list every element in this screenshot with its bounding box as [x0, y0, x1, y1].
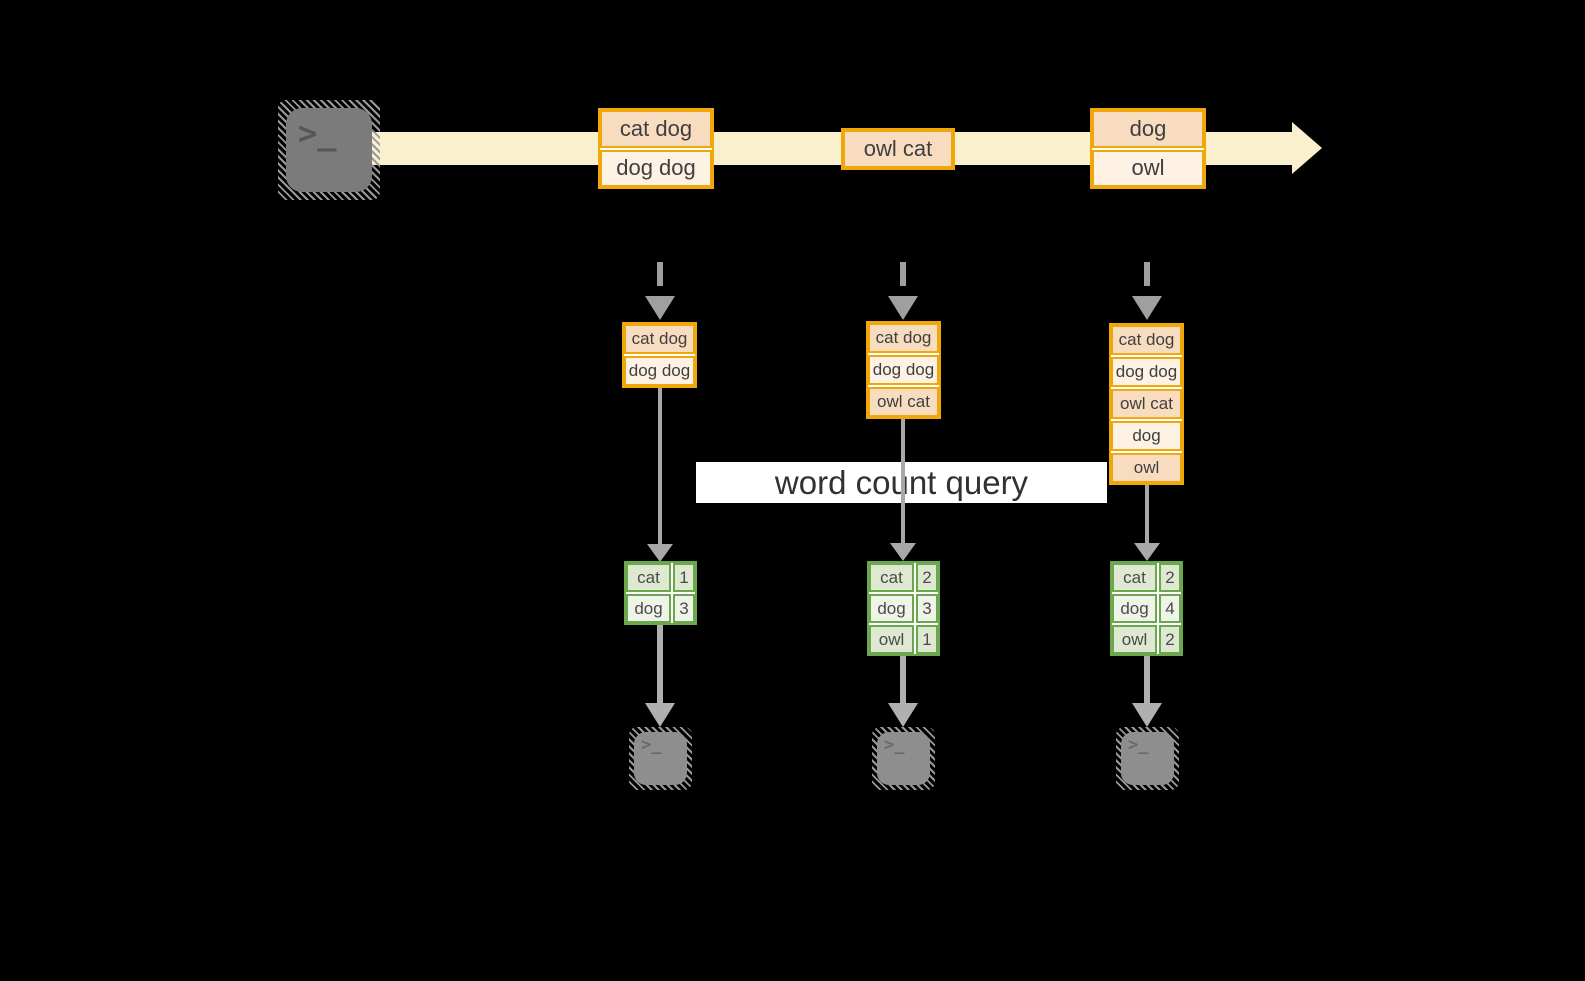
terminal-body: >_ [634, 732, 687, 785]
word-count-table-3: cat 2 dog 4 owl 2 [1110, 561, 1183, 656]
window-buffer-2: cat dog dog dog owl cat [866, 321, 941, 419]
query-connector-line [658, 388, 662, 544]
window-buffer-1: cat dog dog dog [622, 322, 697, 388]
window-record: owl cat [1111, 389, 1182, 419]
query-connector-line [901, 419, 905, 543]
word-cell: cat [1112, 563, 1157, 592]
stream-batch-2: owl cat [841, 128, 955, 170]
result-arrowhead-icon [1132, 703, 1162, 727]
stream-batch-3: dog owl [1090, 108, 1206, 189]
word-cell: owl [1112, 625, 1157, 654]
word-cell: dog [869, 594, 914, 623]
terminal-body: >_ [877, 732, 930, 785]
window-record: cat dog [868, 323, 939, 353]
terminal-prompt-glyph: >_ [298, 114, 337, 152]
window-record: owl [1111, 453, 1182, 483]
output-terminal-icon: >_ [872, 727, 935, 790]
ingest-arrowhead-icon [645, 296, 675, 320]
count-cell: 3 [673, 594, 695, 623]
window-record: dog [1111, 421, 1182, 451]
window-record: dog dog [624, 356, 695, 386]
ingest-arrow-dash [900, 262, 906, 286]
word-cell: dog [626, 594, 671, 623]
count-cell: 1 [916, 625, 938, 654]
count-cell: 2 [1159, 625, 1181, 654]
terminal-prompt-glyph: >_ [884, 735, 905, 755]
result-arrow-line [657, 625, 663, 703]
count-cell: 2 [916, 563, 938, 592]
batch-line: owl cat [843, 130, 953, 168]
window-record: owl cat [868, 387, 939, 417]
result-arrowhead-icon [888, 703, 918, 727]
result-arrow-line [1144, 656, 1150, 703]
terminal-prompt-glyph: >_ [1128, 735, 1149, 755]
count-cell: 2 [1159, 563, 1181, 592]
output-terminal-icon: >_ [1116, 727, 1179, 790]
result-arrowhead-icon [645, 703, 675, 727]
word-count-table-1: cat 1 dog 3 [624, 561, 697, 625]
query-connector-arrowhead-icon [890, 543, 916, 561]
output-terminal-icon: >_ [629, 727, 692, 790]
stream-batch-1: cat dog dog dog [598, 108, 714, 189]
window-record: cat dog [1111, 325, 1182, 355]
batch-line: dog [1092, 110, 1204, 148]
count-cell: 4 [1159, 594, 1181, 623]
terminal-body: >_ [286, 108, 372, 192]
word-cell: owl [869, 625, 914, 654]
ingest-arrow-dash [657, 262, 663, 286]
batch-line: owl [1092, 149, 1204, 187]
batch-line: cat dog [600, 110, 712, 148]
timeline-arrowhead-icon [1292, 122, 1322, 174]
word-cell: cat [869, 563, 914, 592]
terminal-prompt-glyph: >_ [641, 735, 662, 755]
terminal-body: >_ [1121, 732, 1174, 785]
result-arrow-line [900, 656, 906, 703]
window-record: cat dog [624, 324, 695, 354]
query-connector-arrowhead-icon [647, 544, 673, 562]
word-count-table-2: cat 2 dog 3 owl 1 [867, 561, 940, 656]
source-terminal-icon: >_ [278, 100, 380, 200]
window-record: dog dog [1111, 357, 1182, 387]
query-connector-arrowhead-icon [1134, 543, 1160, 561]
window-record: dog dog [868, 355, 939, 385]
query-connector-line [1145, 485, 1149, 543]
count-cell: 3 [916, 594, 938, 623]
window-buffer-3: cat dog dog dog owl cat dog owl [1109, 323, 1184, 485]
word-cell: dog [1112, 594, 1157, 623]
ingest-arrowhead-icon [1132, 296, 1162, 320]
count-cell: 1 [673, 563, 695, 592]
ingest-arrow-dash [1144, 262, 1150, 286]
batch-line: dog dog [600, 149, 712, 187]
word-cell: cat [626, 563, 671, 592]
ingest-arrowhead-icon [888, 296, 918, 320]
